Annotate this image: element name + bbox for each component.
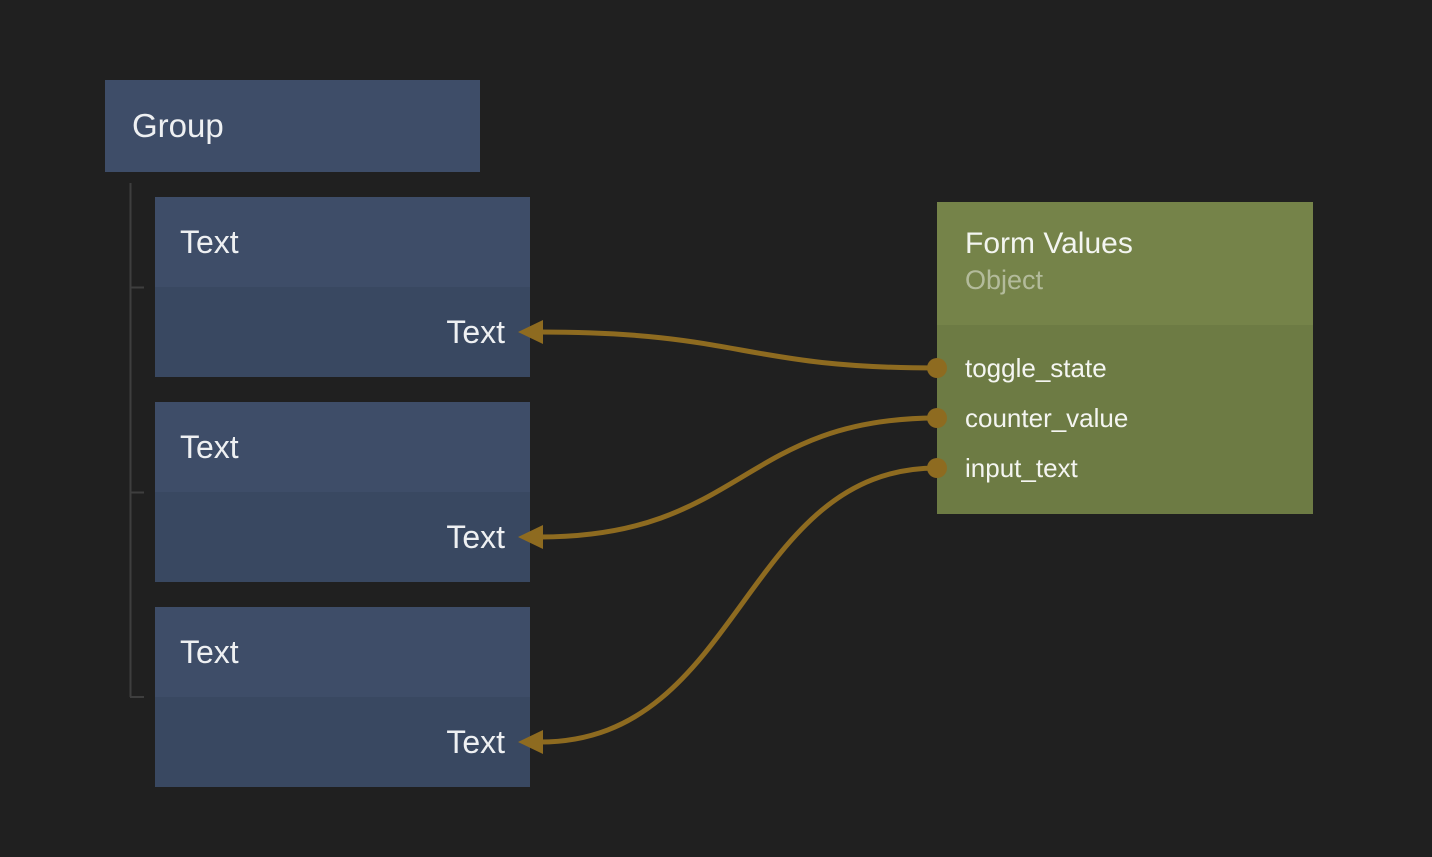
- wire-input-text-to-text-node-3[interactable]: [539, 465, 938, 745]
- text-node-1-title: Text: [180, 223, 239, 260]
- text-node-3-header[interactable]: Text: [155, 607, 530, 697]
- group-node-title: Group: [132, 107, 224, 144]
- group-node[interactable]: Group: [105, 80, 480, 172]
- output-port-row-counter-value[interactable]: counter_value: [937, 393, 1313, 443]
- output-port-label-input-text: input_text: [965, 452, 1078, 483]
- output-port-label-counter-value: counter_value: [965, 402, 1129, 433]
- text-node-3-input-port-label: Text: [446, 723, 505, 760]
- wire-counter-value-to-text-node-2[interactable]: [539, 415, 938, 540]
- text-node-2-input-port-label: Text: [446, 518, 505, 555]
- text-node-2-header[interactable]: Text: [155, 402, 530, 492]
- form-values-node-header[interactable]: Form Values Object: [937, 202, 1313, 325]
- text-node-3-input-port-row[interactable]: Text: [155, 697, 530, 787]
- text-node-1-header[interactable]: Text: [155, 197, 530, 287]
- text-node-3[interactable]: Text Text: [155, 607, 530, 787]
- output-port-row-toggle-state[interactable]: toggle_state: [937, 343, 1313, 393]
- text-node-2-input-port-row[interactable]: Text: [155, 492, 530, 582]
- text-node-1[interactable]: Text Text: [155, 197, 530, 377]
- output-port-row-input-text[interactable]: input_text: [937, 443, 1313, 493]
- text-node-2[interactable]: Text Text: [155, 402, 530, 582]
- text-node-2-title: Text: [180, 428, 239, 465]
- text-node-1-input-port-row[interactable]: Text: [155, 287, 530, 377]
- text-node-1-input-port-label: Text: [446, 313, 505, 350]
- wire-toggle-state-to-text-node-1[interactable]: [539, 329, 938, 371]
- form-values-node[interactable]: Form Values Object toggle_state counter_…: [937, 202, 1313, 514]
- form-values-node-title: Form Values: [965, 227, 1133, 260]
- form-values-node-subtitle: Object: [965, 265, 1044, 295]
- output-port-label-toggle-state: toggle_state: [965, 352, 1107, 383]
- form-values-node-body: toggle_state counter_value input_text: [937, 325, 1313, 514]
- text-node-3-title: Text: [180, 633, 239, 670]
